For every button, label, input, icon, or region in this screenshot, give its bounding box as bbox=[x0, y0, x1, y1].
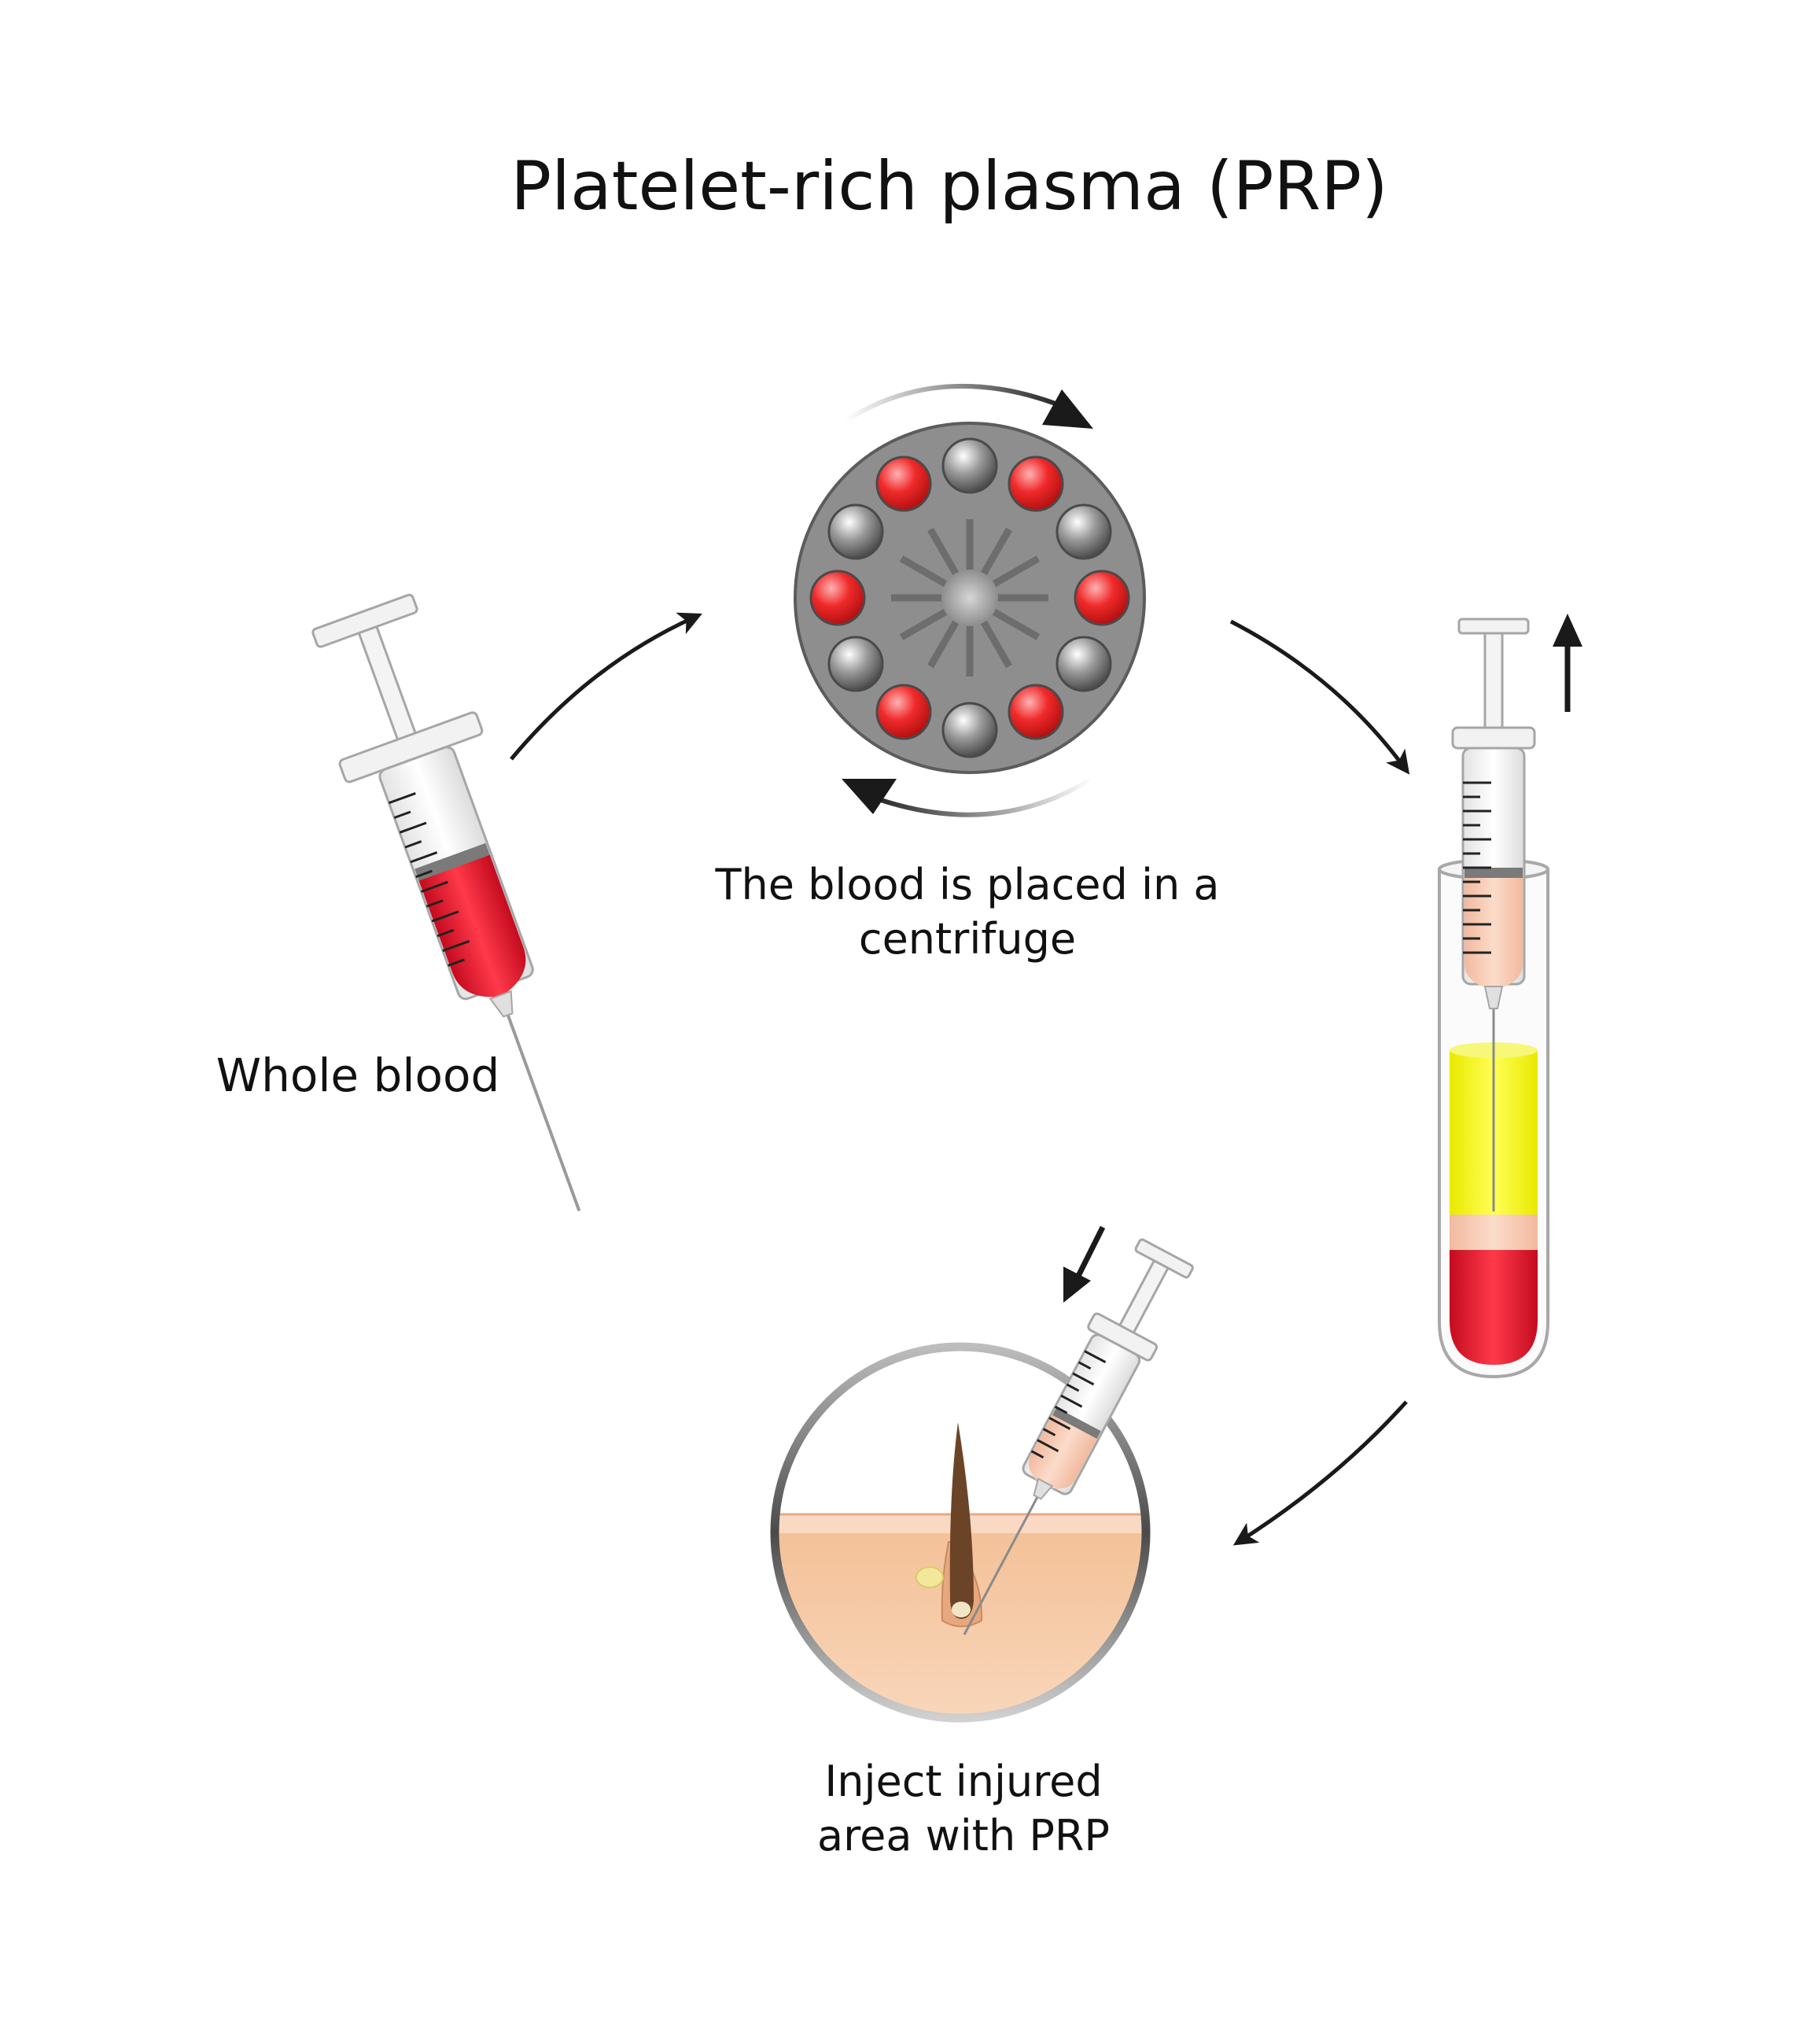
tube-plunger-rod bbox=[1483, 632, 1504, 731]
inject-tip bbox=[1033, 1477, 1054, 1500]
inject-label-line2: area with PRP bbox=[817, 1811, 1110, 1861]
rotation-arrowhead-top bbox=[1042, 389, 1093, 429]
separated-blood-tube bbox=[1438, 614, 1582, 1379]
centrifuge-hub bbox=[941, 570, 998, 626]
graduation-marks bbox=[388, 791, 470, 967]
syringe-needle bbox=[505, 1010, 581, 1211]
centrifuge bbox=[794, 383, 1146, 817]
tube-red bbox=[875, 684, 932, 740]
inject-prp-fill bbox=[1028, 1414, 1098, 1489]
rotation-arc-top bbox=[844, 383, 1071, 423]
tube-red bbox=[809, 570, 866, 626]
tube-grey bbox=[827, 636, 884, 692]
tube-grey bbox=[1056, 636, 1112, 692]
tube-red bbox=[1008, 684, 1064, 740]
blood-fill bbox=[418, 854, 526, 997]
tube-red bbox=[1008, 455, 1064, 512]
tube-graduation-marks bbox=[1463, 781, 1491, 954]
inject-plunger-stopper bbox=[1052, 1407, 1101, 1439]
plunger-rod bbox=[357, 625, 422, 754]
centrifuge-tubes bbox=[809, 437, 1130, 758]
tube-syringe bbox=[1451, 618, 1536, 1211]
inject-label-line1: Inject injured bbox=[824, 1757, 1103, 1806]
arrow-to-tube bbox=[1229, 619, 1410, 775]
buffy-coat-layer bbox=[1450, 1214, 1538, 1250]
inject-plunger-rod bbox=[1117, 1259, 1170, 1336]
tube-finger-flange bbox=[1451, 726, 1536, 750]
tube-red bbox=[1074, 570, 1130, 626]
tube-red bbox=[875, 455, 932, 512]
injection-scene bbox=[770, 1226, 1194, 1723]
syringe-tip bbox=[488, 990, 514, 1018]
rotation-arc-bottom bbox=[864, 776, 1093, 817]
inject-down-arrowhead bbox=[1063, 1267, 1091, 1303]
centrifuge-label-line1: The blood is placed in a bbox=[715, 860, 1220, 909]
rotation-arrowhead-bottom bbox=[842, 779, 897, 814]
sebaceous-gland bbox=[916, 1566, 944, 1588]
inject-graduation-marks bbox=[1030, 1350, 1107, 1458]
hair-bulb bbox=[952, 1602, 971, 1617]
inject-down-arrow bbox=[1074, 1226, 1106, 1279]
whole-blood-label: Whole blood bbox=[216, 1049, 500, 1102]
whole-blood-syringe bbox=[311, 593, 581, 1211]
tube-grey bbox=[941, 437, 998, 494]
tube-syringe-tip bbox=[1483, 986, 1504, 1009]
injection-frame bbox=[770, 1342, 1151, 1723]
tube-syringe-prp bbox=[1464, 877, 1523, 990]
tube-plunger-thumb-rest bbox=[1457, 618, 1530, 635]
inject-needle bbox=[963, 1484, 1045, 1635]
tube-grey bbox=[827, 503, 884, 560]
arrow-to-centrifuge bbox=[510, 612, 702, 761]
arrow-to-injection bbox=[1232, 1400, 1408, 1546]
hair-shaft bbox=[949, 1422, 974, 1619]
centrifuge-label-line2: centrifuge bbox=[858, 914, 1077, 964]
tube-grey bbox=[941, 702, 998, 758]
inject-label: Inject injured area with PRP bbox=[676, 1754, 1251, 1863]
centrifuge-label: The blood is placed in a centrifuge bbox=[653, 857, 1282, 966]
injecting-syringe bbox=[963, 1238, 1194, 1635]
red-cell-layer bbox=[1450, 1249, 1538, 1365]
draw-up-arrowhead bbox=[1553, 614, 1582, 647]
tube-plunger-stopper bbox=[1464, 868, 1523, 878]
plunger-stopper bbox=[414, 843, 490, 881]
diagram-title: Platelet-rich plasma (PRP) bbox=[510, 147, 1388, 226]
tube-grey bbox=[1056, 503, 1112, 560]
flow-arrows bbox=[510, 612, 1410, 1546]
